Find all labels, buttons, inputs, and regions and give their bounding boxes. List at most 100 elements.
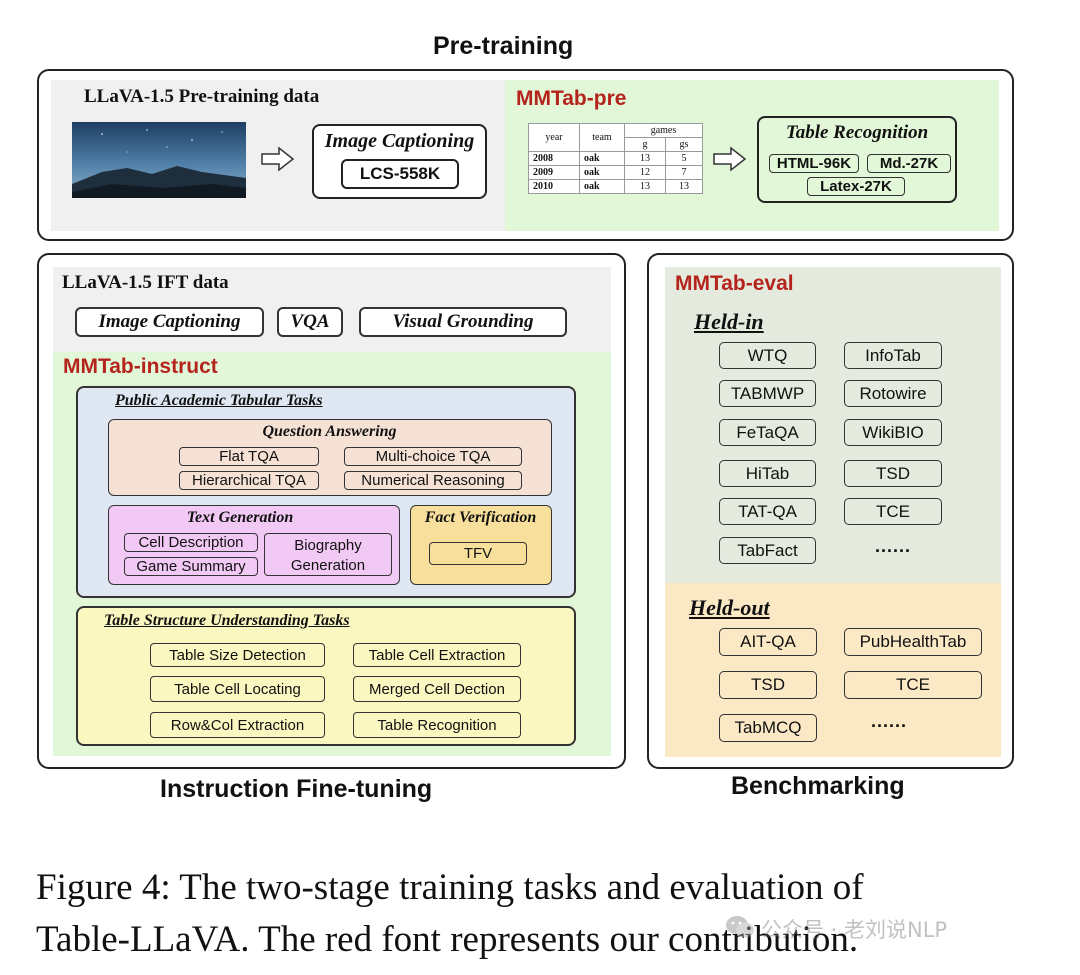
- mini-table: year team games g gs 2008 oak 13 5 2009 …: [528, 123, 703, 194]
- table-cell: 7: [665, 165, 703, 180]
- structure-item-table-cell-extraction: Table Cell Extraction: [353, 643, 521, 667]
- arrow-right-icon: [261, 146, 295, 172]
- textgen-box: Text Generation Cell Description Game Su…: [108, 505, 400, 585]
- public-academic-box: Public Academic Tabular Tasks Question A…: [76, 386, 576, 598]
- table-cell: 13: [665, 179, 703, 194]
- ift-panel: LLaVA-1.5 IFT data Image Captioning VQA …: [37, 253, 626, 769]
- structure-item-table-cell-locating: Table Cell Locating: [150, 676, 325, 702]
- mmtab-instruct-title: MMTab-instruct: [63, 355, 218, 378]
- structure-box: Table Structure Understanding Tasks Tabl…: [76, 606, 576, 746]
- figure-caption-line-1: Figure 4: The two-stage training tasks a…: [36, 867, 864, 908]
- table-cell: 13: [624, 151, 666, 166]
- qa-box: Question Answering Flat TQA Multi-choice…: [108, 419, 552, 496]
- image-captioning-label: Image Captioning: [324, 130, 475, 152]
- held-in-ellipsis: ......: [874, 536, 911, 556]
- benchmarking-heading: Benchmarking: [731, 772, 905, 800]
- held-in-area: [665, 267, 1001, 583]
- table-recognition-box: Table Recognition HTML-96K Md.-27K Latex…: [757, 116, 957, 203]
- textgen-item-cell-description: Cell Description: [124, 533, 258, 552]
- table-cell: 2009: [528, 165, 580, 180]
- held-in-item-tabfact: TabFact: [719, 537, 816, 564]
- html-tag: HTML-96K: [769, 154, 859, 173]
- held-in-item-tat-qa: TAT-QA: [719, 498, 816, 525]
- held-in-item-wikibio: WikiBIO: [844, 419, 942, 446]
- textgen-item-biography-generation: Biography Generation: [264, 533, 392, 576]
- structure-item-row-col-extraction: Row&Col Extraction: [150, 712, 325, 738]
- textgen-title: Text Generation: [186, 509, 294, 526]
- ift-tag-visual-grounding: Visual Grounding: [359, 307, 567, 337]
- held-in-item-wtq: WTQ: [719, 342, 816, 369]
- qa-item-hierarchical-tqa: Hierarchical TQA: [179, 471, 319, 490]
- instruction-heading: Instruction Fine-tuning: [160, 775, 433, 803]
- held-out-item-ait-qa: AIT-QA: [719, 628, 817, 656]
- held-in-title: Held-in: [694, 309, 764, 334]
- table-cell: 2008: [528, 151, 580, 166]
- image-captioning-box: Image Captioning LCS-558K: [312, 124, 487, 199]
- biography-line-2: Generation: [290, 556, 366, 574]
- watermark-text: 公众号 · 老刘说NLP: [761, 918, 948, 942]
- table-cell: 2010: [528, 179, 580, 194]
- mini-table-header: gs: [665, 137, 703, 152]
- tfv-tag: TFV: [429, 542, 527, 565]
- held-out-item-tsd: TSD: [719, 671, 817, 699]
- mini-table-header: g: [624, 137, 666, 152]
- wechat-icon: [725, 915, 755, 944]
- textgen-item-game-summary: Game Summary: [124, 557, 258, 576]
- figure-caption-line-2: Table-LLaVA. The red font represents our…: [36, 919, 859, 960]
- table-cell: 12: [624, 165, 666, 180]
- held-out-item-tce: TCE: [844, 671, 982, 699]
- held-out-ellipsis: ......: [870, 710, 907, 731]
- lcs-tag: LCS-558K: [341, 159, 459, 189]
- table-cell: oak: [579, 165, 625, 180]
- table-cell: oak: [579, 179, 625, 194]
- arrow-right-icon: [713, 146, 747, 172]
- mmtab-pre-title: MMTab-pre: [516, 87, 627, 110]
- qa-item-flat-tqa: Flat TQA: [179, 447, 319, 466]
- ift-tag-vqa: VQA: [277, 307, 343, 337]
- held-in-item-tsd: TSD: [844, 460, 942, 487]
- table-row: 2009 oak 12 7: [528, 165, 703, 180]
- ift-tag-image-captioning: Image Captioning: [75, 307, 264, 337]
- latex-tag: Latex-27K: [807, 177, 905, 196]
- pretraining-heading: Pre-training: [433, 32, 574, 60]
- qa-item-multi-choice-tqa: Multi-choice TQA: [344, 447, 522, 466]
- held-in-item-rotowire: Rotowire: [844, 380, 942, 407]
- public-academic-title: Public Academic Tabular Tasks: [115, 392, 323, 409]
- mini-table-header: year: [528, 123, 580, 152]
- held-in-item-tce: TCE: [844, 498, 942, 525]
- table-row: 2010 oak 13 13: [528, 179, 703, 194]
- table-recognition-label: Table Recognition: [785, 122, 929, 143]
- held-in-item-hitab: HiTab: [719, 460, 816, 487]
- llava-pretrain-title: LLaVA-1.5 Pre-training data: [84, 86, 320, 107]
- structure-item-merged-cell-dection: Merged Cell Dection: [353, 676, 521, 702]
- table-cell: oak: [579, 151, 625, 166]
- table-image: year team games g gs 2008 oak 13 5 2009 …: [528, 123, 703, 194]
- llava-ift-title: LLaVA-1.5 IFT data: [62, 272, 229, 293]
- held-out-title: Held-out: [689, 595, 770, 620]
- held-in-item-fetaqa: FeTaQA: [719, 419, 816, 446]
- pretraining-panel: LLaVA-1.5 Pre-training data: [37, 69, 1014, 241]
- table-cell: 5: [665, 151, 703, 166]
- held-in-item-tabmwp: TABMWP: [719, 380, 816, 407]
- biography-line-1: Biography: [294, 536, 362, 554]
- structure-item-table-recognition: Table Recognition: [353, 712, 521, 738]
- structure-item-table-size-detection: Table Size Detection: [150, 643, 325, 667]
- held-in-item-infotab: InfoTab: [844, 342, 942, 369]
- held-out-item-pubhealthtab: PubHealthTab: [844, 628, 982, 656]
- held-out-area: [665, 583, 1001, 757]
- night-sky-image: [72, 122, 246, 198]
- qa-item-numerical-reasoning: Numerical Reasoning: [344, 471, 522, 490]
- watermark: 公众号 · 老刘说NLP: [725, 914, 947, 944]
- structure-title: Table Structure Understanding Tasks: [104, 612, 350, 629]
- mmtab-eval-title: MMTab-eval: [675, 272, 794, 295]
- fact-verification-box: Fact Verification TFV: [410, 505, 552, 585]
- mini-table-header: team: [579, 123, 625, 152]
- held-out-item-tabmcq: TabMCQ: [719, 714, 817, 742]
- fact-verification-title: Fact Verification: [424, 509, 537, 526]
- eval-panel: MMTab-eval Held-in WTQ InfoTab TABMWP Ro…: [647, 253, 1014, 769]
- table-cell: 13: [624, 179, 666, 194]
- md-tag: Md.-27K: [867, 154, 951, 173]
- qa-title: Question Answering: [262, 423, 397, 440]
- mini-table-header: games: [624, 123, 703, 138]
- table-row: 2008 oak 13 5: [528, 151, 703, 166]
